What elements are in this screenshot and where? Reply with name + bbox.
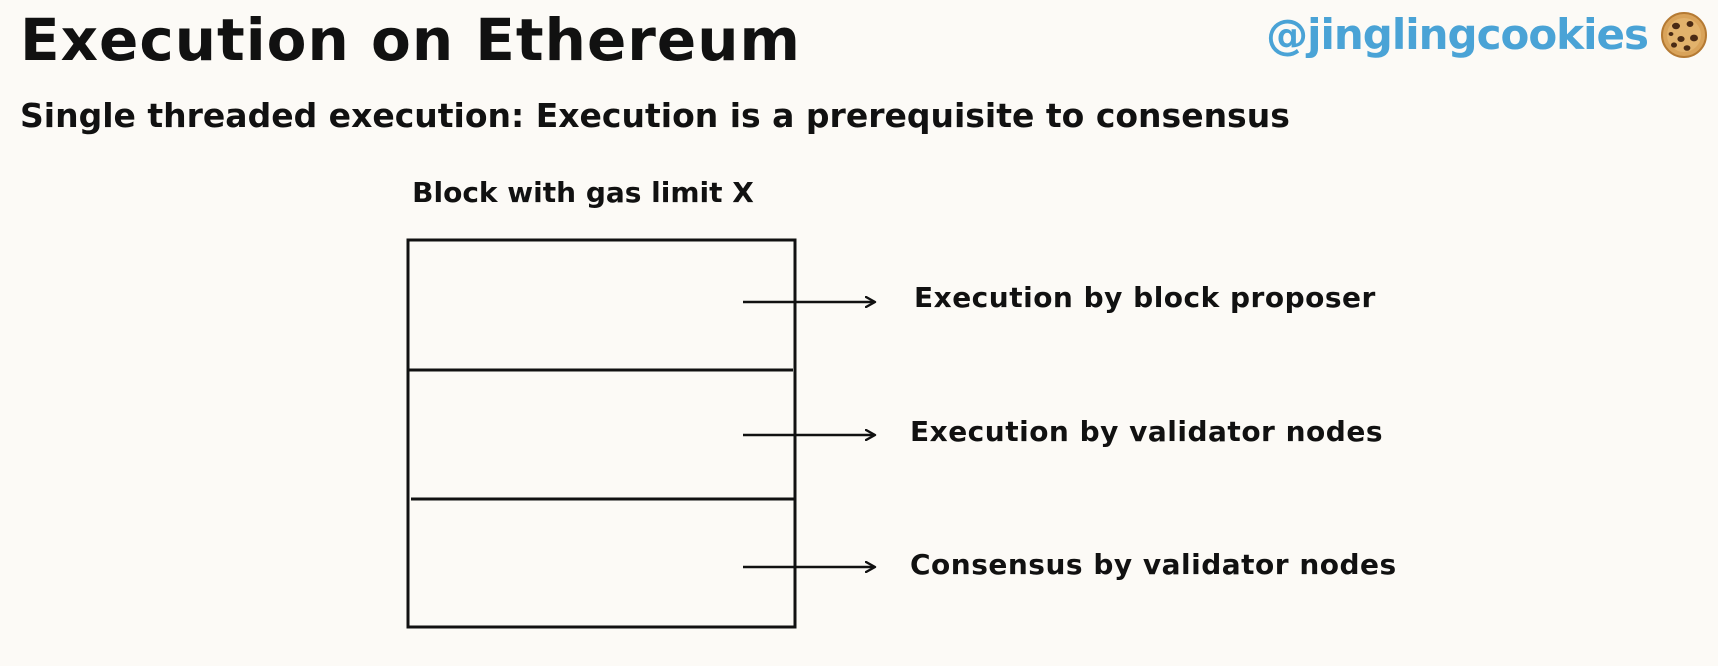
cookie-icon [1661,11,1707,58]
page-title: Execution on Ethereum [20,6,801,74]
block-box [406,238,797,629]
block-caption: Block with gas limit X [412,176,754,209]
handle-text: @jinglingcookies [1266,10,1649,59]
label-execution-by-validator-nodes: Execution by validator nodes [910,415,1383,448]
page-subtitle: Single threaded execution: Execution is … [20,96,1290,135]
label-consensus-by-validator-nodes: Consensus by validator nodes [910,548,1397,581]
author-handle: @jinglingcookies [1266,10,1708,59]
label-execution-by-block-proposer: Execution by block proposer [914,281,1376,314]
